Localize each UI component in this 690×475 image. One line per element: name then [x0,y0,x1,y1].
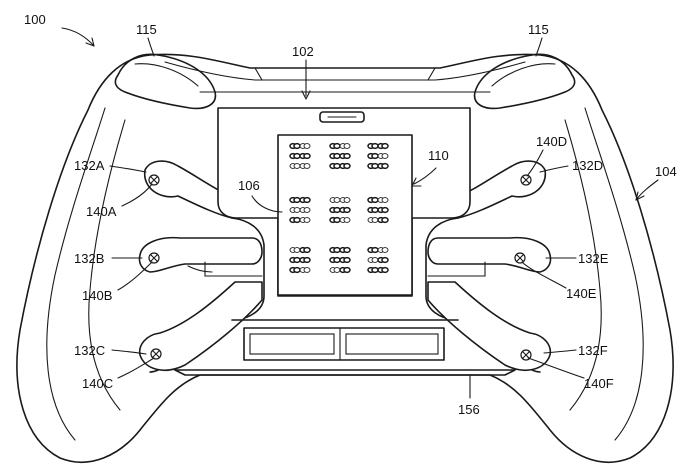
label-102: 102 [292,44,314,59]
braille-dot [333,256,341,264]
braille-dot-grid [289,142,389,274]
braille-dot [371,257,379,263]
fastener-140e-icon [514,252,526,264]
braille-dot [303,196,311,204]
braille-dot [333,206,341,214]
label-140c: 140C [82,376,113,391]
braille-dot [371,206,379,214]
braille-dot [381,142,389,150]
fastener-140b-icon [148,252,160,264]
braille-dot [333,267,341,273]
braille-dot [343,143,351,149]
label-115-left: 115 [136,22,157,37]
braille-dot [303,207,311,213]
base-plate [174,319,516,376]
label-106: 106 [238,178,260,193]
braille-dot [371,266,379,274]
braille-dot [371,162,379,170]
label-132d: 132D [572,158,603,173]
braille-dot [303,256,311,264]
braille-dot [303,152,311,160]
braille-dot [343,206,351,214]
label-156: 156 [458,402,480,417]
braille-dot [333,246,341,254]
braille-dot [381,266,389,274]
braille-dot [333,152,341,160]
braille-dot [371,246,379,254]
braille-dot [293,163,301,169]
fastener-140d-icon [520,174,532,186]
braille-dot [381,206,389,214]
braille-dot [371,152,379,160]
braille-dot [333,142,341,150]
braille-dot [293,142,301,150]
braille-dot [333,162,341,170]
braille-dot [293,216,301,224]
label-140b: 140B [82,288,112,303]
label-132c: 132C [74,343,105,358]
label-140d: 140D [536,134,567,149]
leader-lines [61,27,659,399]
braille-dot [381,256,389,264]
braille-dot [293,196,301,204]
paddle-arms [138,160,552,373]
label-132e: 132E [578,251,609,266]
braille-dot [343,246,351,254]
fastener-140f-icon [520,349,532,361]
trigger-right [473,53,576,110]
braille-dot [343,197,351,203]
braille-dot [343,256,351,264]
reference-labels: 100 115 115 102 104 110 106 132A 140A 13… [24,12,677,417]
braille-dot [371,217,379,223]
braille-dot [293,152,301,160]
braille-dot [371,196,379,204]
braille-dot [381,162,389,170]
label-110: 110 [428,148,449,163]
label-132b: 132B [74,251,104,266]
braille-dot [293,256,301,264]
label-132a: 132A [74,158,105,173]
trigger-left [114,53,217,110]
braille-dot [343,152,351,160]
braille-dot [303,217,311,223]
fastener-140c-icon [150,348,162,360]
braille-dot [343,162,351,170]
braille-dot [293,207,301,213]
braille-dot [303,143,311,149]
braille-dot [293,247,301,253]
label-115-right: 115 [528,22,549,37]
fastener-140a-icon [148,174,160,186]
braille-dot [381,197,389,203]
braille-dot [333,197,341,203]
label-140f: 140F [584,376,614,391]
braille-dot [333,216,341,224]
braille-dot [303,163,311,169]
braille-dot [381,216,389,224]
braille-dot [293,266,301,274]
label-140a: 140A [86,204,117,219]
braille-dot [381,247,389,253]
label-104: 104 [655,164,677,179]
braille-dot [343,217,351,223]
label-100: 100 [24,12,46,27]
braille-dot [371,142,379,150]
label-140e: 140E [566,286,597,301]
label-132f: 132F [578,343,608,358]
braille-dot [303,246,311,254]
braille-dot [343,266,351,274]
braille-dot [303,267,311,273]
braille-dot [381,153,389,159]
fasteners [148,174,532,361]
